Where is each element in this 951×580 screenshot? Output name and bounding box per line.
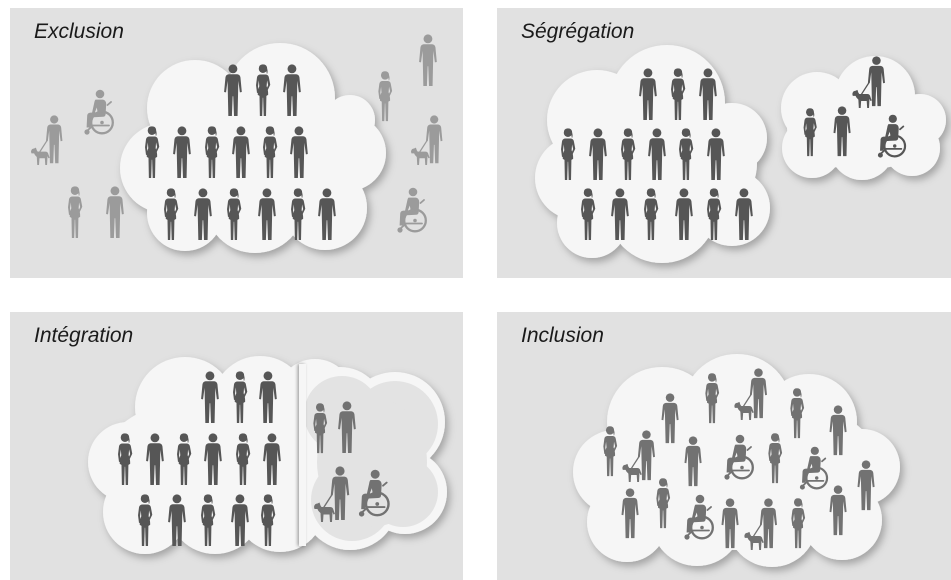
panel-integration: Intégration <box>10 312 463 580</box>
panel-title: Exclusion <box>34 20 124 43</box>
man-icon <box>106 186 124 239</box>
segregation-illustration <box>535 45 946 263</box>
panel-segregation: Ségrégation <box>497 8 951 278</box>
panel-exclusion: Exclusion <box>10 8 463 278</box>
wheelchair-user-icon <box>83 89 114 135</box>
divider-wall <box>299 364 306 546</box>
panel-title: Ségrégation <box>521 20 635 43</box>
inner-group-bubble <box>306 376 438 541</box>
panel-title: Inclusion <box>521 324 604 347</box>
panel-title: Intégration <box>34 324 134 347</box>
woman-icon <box>68 186 83 239</box>
guide-dog-user-icon <box>30 115 64 165</box>
guide-dog-user-icon <box>410 115 444 165</box>
integration-illustration <box>88 356 447 554</box>
society-cloud <box>120 43 386 253</box>
panel-inclusion: Inclusion <box>497 312 951 580</box>
separate-cloud <box>781 56 946 180</box>
woman-icon <box>378 71 393 122</box>
inclusion-illustration <box>573 354 900 567</box>
wheelchair-user-icon <box>396 187 427 233</box>
man-icon <box>419 34 437 87</box>
exclusion-illustration <box>30 34 444 253</box>
